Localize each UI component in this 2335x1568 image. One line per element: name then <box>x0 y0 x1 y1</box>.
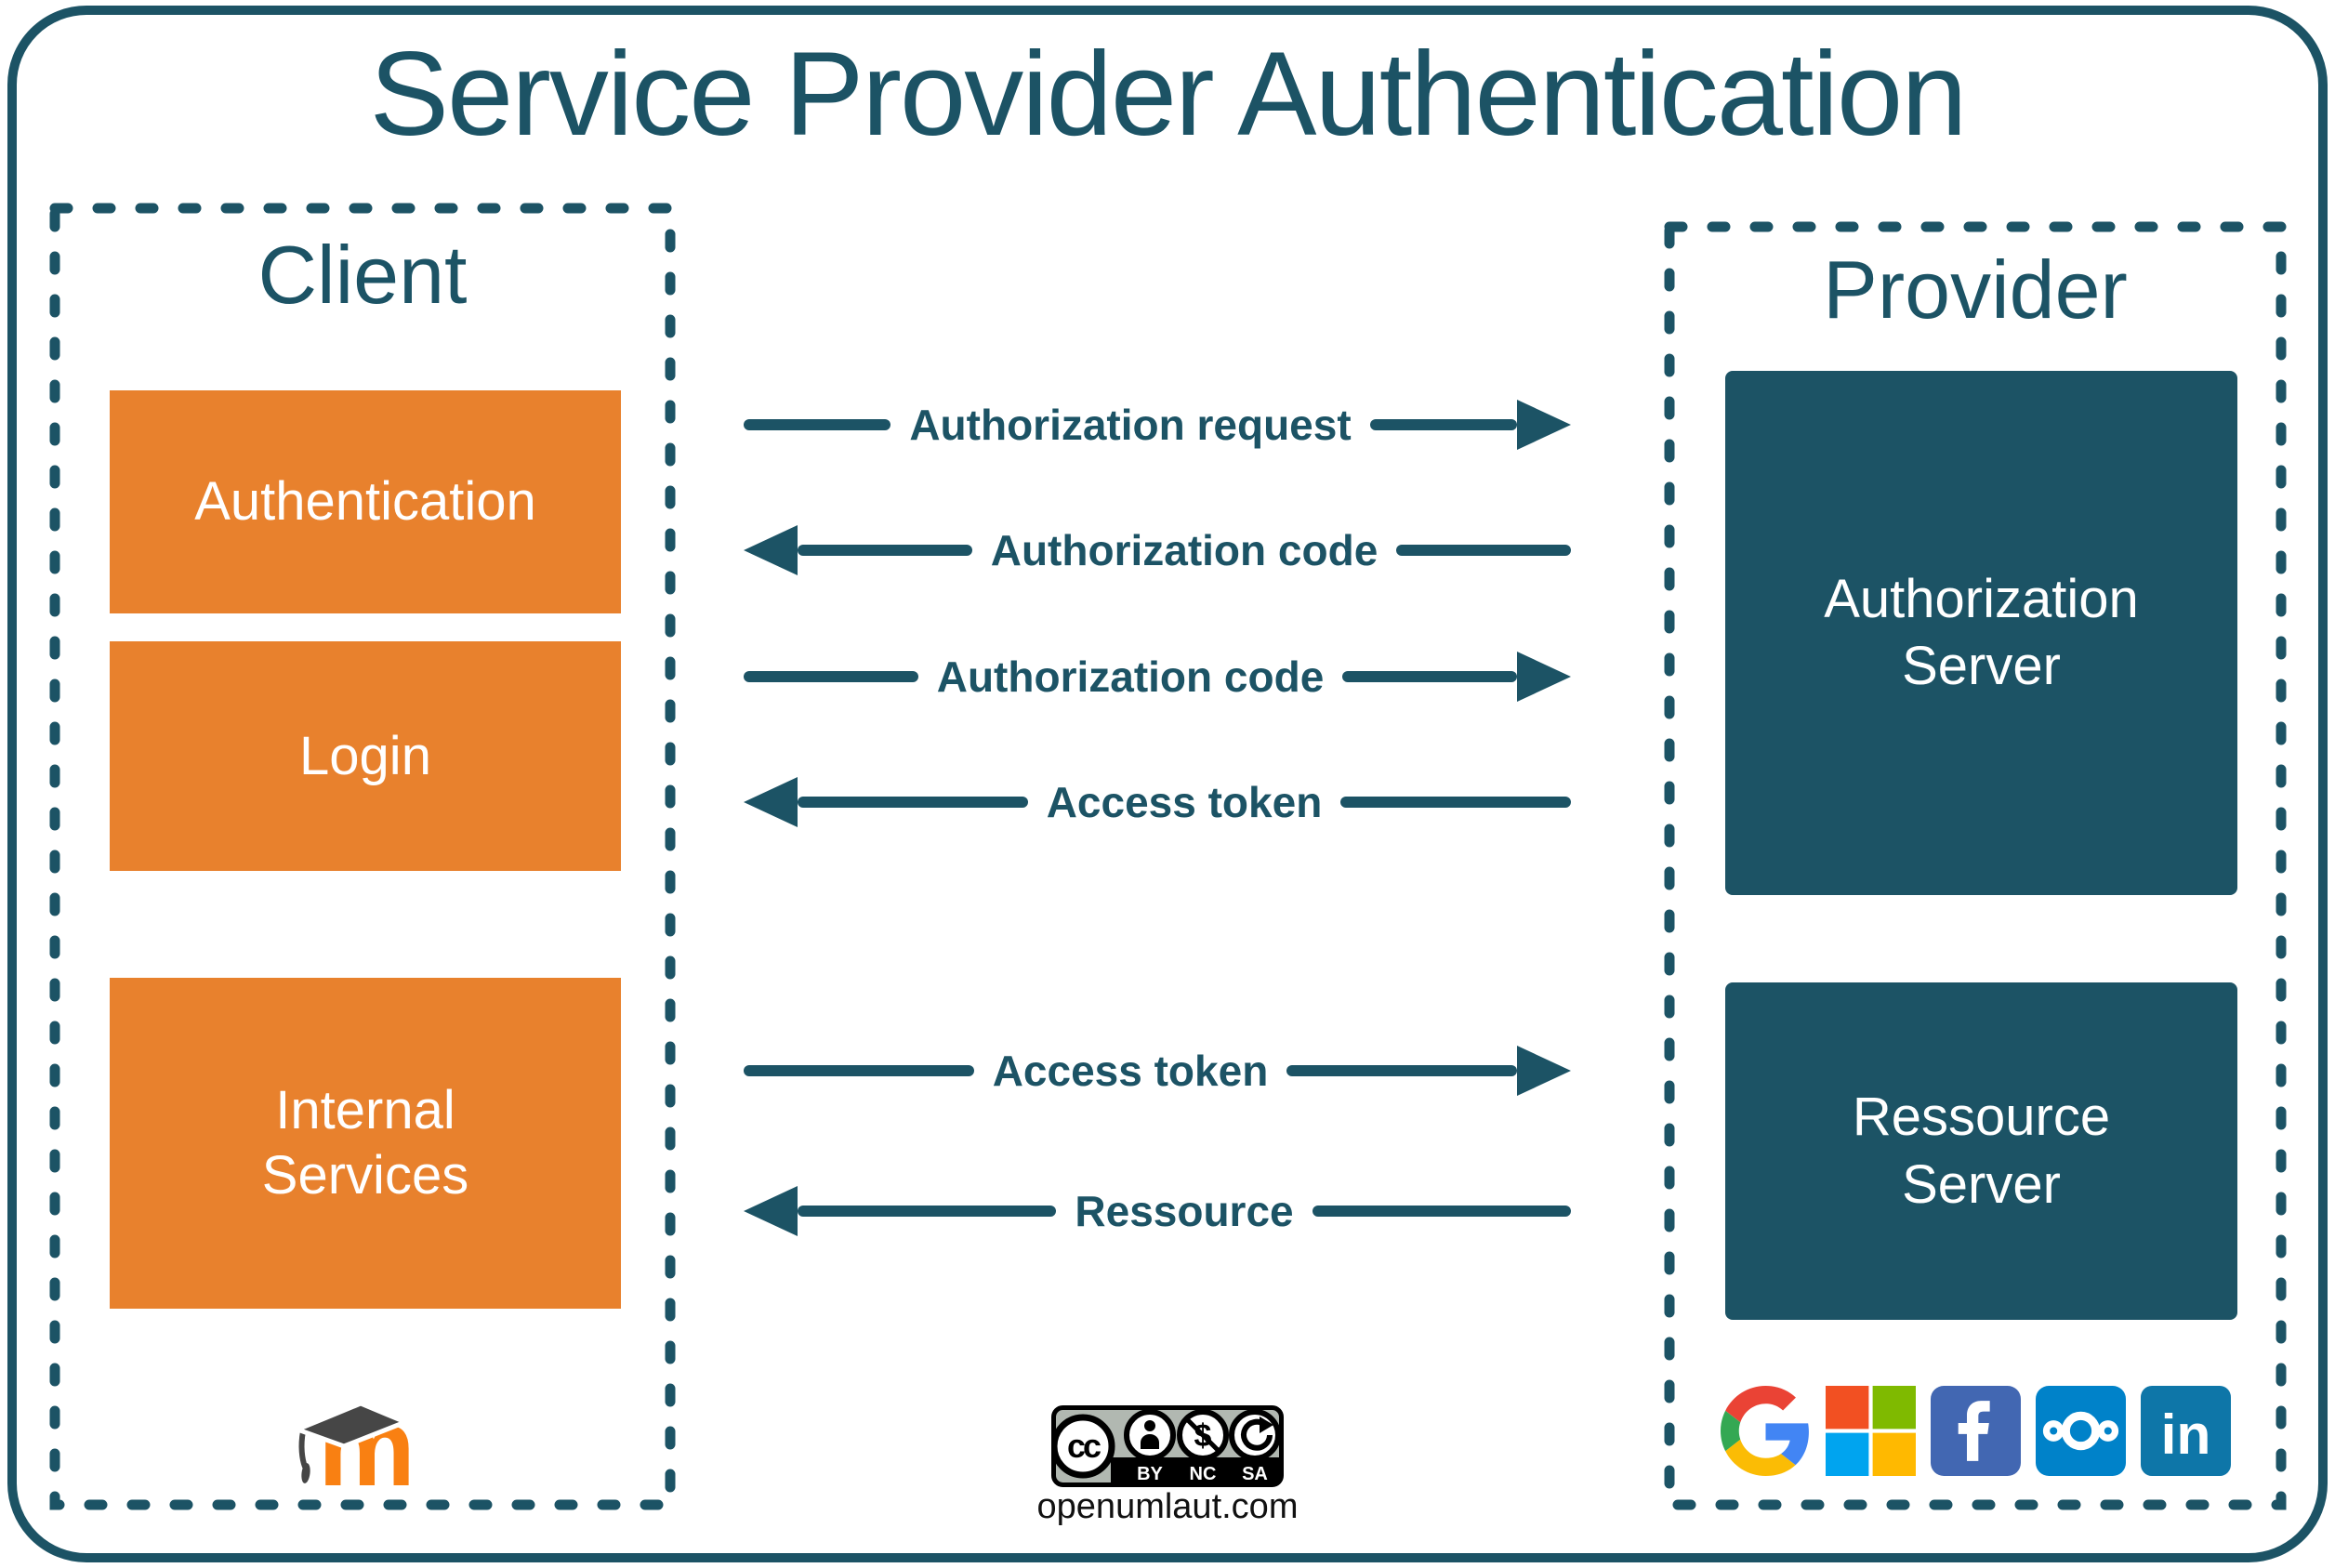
moodle-grad-cap <box>296 1401 412 1449</box>
arrow-right-icon <box>1517 1046 1572 1096</box>
client-box-authentication: Authentication <box>110 390 621 613</box>
cc-glyph: cc <box>1067 1427 1101 1465</box>
outer-border <box>7 6 2328 1562</box>
client-box-label: Login <box>299 725 431 786</box>
flow-label: Authorization request <box>909 401 1352 449</box>
flow-label: Access token <box>1046 778 1323 826</box>
flow-ressource-return: Ressource <box>744 1182 1572 1240</box>
flow-line <box>1340 797 1572 808</box>
page-title: Service Provider Authentication <box>369 28 1968 161</box>
flow-line <box>744 671 918 682</box>
client-dashed-box <box>49 203 676 1510</box>
cc-badge-strip <box>1111 1457 1281 1484</box>
flow-line <box>744 1065 974 1076</box>
flow-label: Access token <box>992 1047 1269 1095</box>
flow-authorization-code-return: Authorization code <box>744 521 1572 579</box>
provider-logo-row: in <box>1721 1386 2231 1476</box>
client-box-login: Login <box>110 641 621 871</box>
flow-line <box>798 797 1028 808</box>
arrow-left-icon <box>744 1186 798 1236</box>
flow-line <box>1369 419 1517 430</box>
client-box-label: Authentication <box>194 471 536 533</box>
flow-line <box>1312 1206 1572 1217</box>
cc-sa-label: SA <box>1242 1464 1268 1484</box>
moodle-icon: m <box>296 1392 416 1493</box>
provider-box-label: Authorization Server <box>1824 568 2139 697</box>
flow-authorization-code-send: Authorization code <box>744 648 1572 705</box>
cc-sa-icon <box>1229 1409 1281 1461</box>
arrow-left-icon <box>744 525 798 575</box>
flow-label: Authorization code <box>990 526 1379 574</box>
cc-license-badge: cc $ BY NC SA <box>1051 1405 1284 1487</box>
flow-line <box>798 545 972 556</box>
flow-access-token-send: Access token <box>744 1042 1572 1100</box>
arrow-right-icon <box>1517 652 1572 702</box>
flow-line <box>744 419 891 430</box>
moodle-tassel <box>298 1429 308 1469</box>
client-box-label: Internal Services <box>261 1080 469 1206</box>
provider-dashed-box <box>1664 221 2287 1510</box>
cc-nc-label: NC <box>1190 1464 1217 1484</box>
client-box-internal-services: Internal Services <box>110 978 621 1309</box>
facebook-icon <box>1931 1386 2021 1476</box>
cc-by-label: BY <box>1137 1464 1163 1484</box>
provider-box-ressource-server: Ressource Server <box>1725 982 2237 1320</box>
flow-access-token-return: Access token <box>744 773 1572 831</box>
flow-authorization-request: Authorization request <box>744 396 1571 454</box>
arrow-right-icon <box>1517 400 1571 450</box>
provider-box-label: Ressource Server <box>1852 1087 2111 1215</box>
flow-label: Authorization code <box>936 652 1325 701</box>
provider-group-label: Provider <box>1823 244 2128 336</box>
svg-text:in: in <box>2161 1403 2211 1466</box>
flow-label: Ressource <box>1075 1187 1294 1235</box>
microsoft-icon <box>1826 1386 1916 1476</box>
moodle-tassel-end <box>301 1463 310 1483</box>
arrow-left-icon <box>744 777 798 827</box>
site-credit: openumlaut.com <box>1036 1487 1299 1526</box>
flow-line <box>1342 671 1518 682</box>
nextcloud-icon <box>2036 1386 2126 1476</box>
provider-box-authorization-server: Authorization Server <box>1725 371 2237 895</box>
linkedin-icon: in <box>2141 1386 2231 1476</box>
client-group-label: Client <box>257 229 468 321</box>
google-icon <box>1721 1386 1809 1476</box>
flow-line <box>1396 545 1572 556</box>
flow-line <box>1286 1065 1518 1076</box>
flow-line <box>798 1206 1057 1217</box>
cc-icon <box>1051 1414 1115 1479</box>
